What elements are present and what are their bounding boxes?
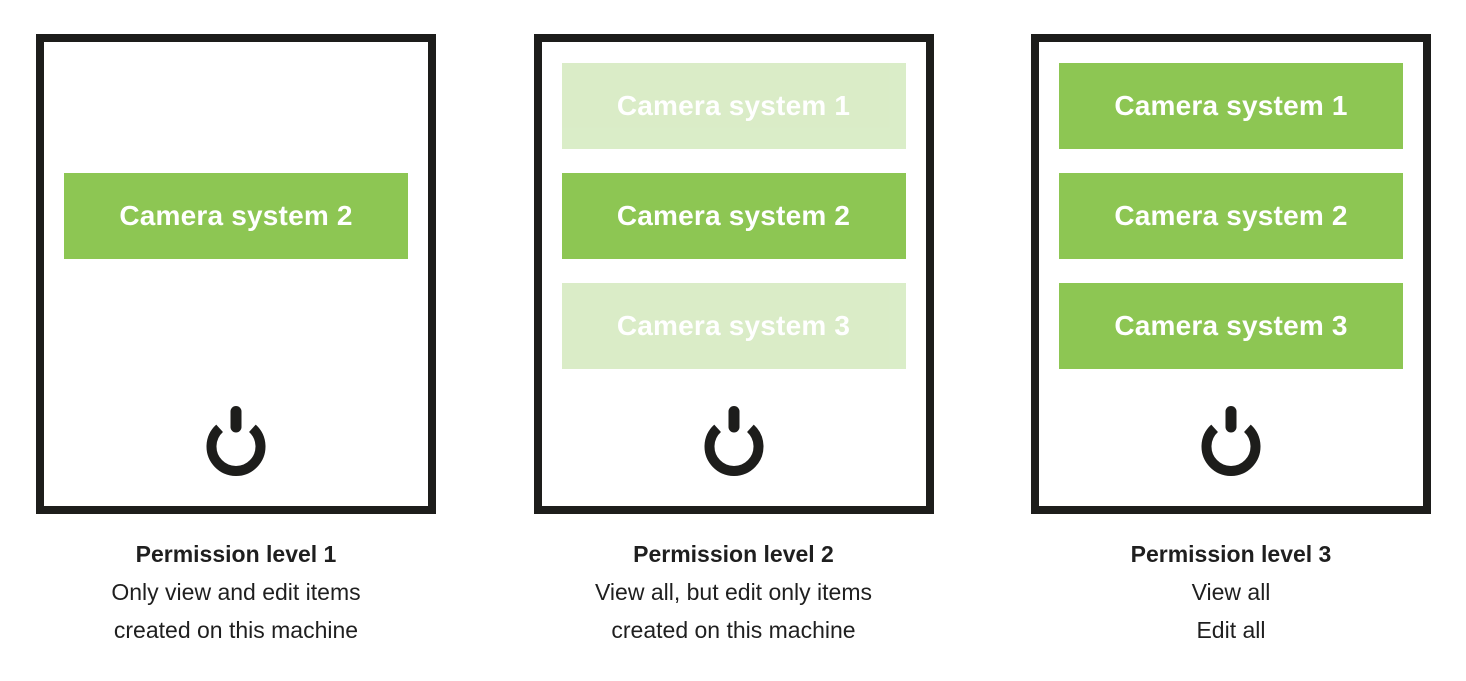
caption-level-3: Permission level 3 View all Edit all bbox=[1031, 535, 1431, 649]
caption-level-2: Permission level 2 View all, but edit on… bbox=[534, 535, 934, 649]
panel-permission-level-3: Camera system 1 Camera system 2 Camera s… bbox=[1031, 34, 1431, 649]
camera-system-1-button[interactable]: Camera system 1 bbox=[1059, 63, 1403, 149]
panel-permission-level-2: Camera system 1 Camera system 2 Camera s… bbox=[533, 34, 934, 649]
camera-system-1-button[interactable]: Camera system 1 bbox=[561, 63, 906, 149]
camera-system-2-button[interactable]: Camera system 2 bbox=[561, 173, 906, 259]
power-icon[interactable] bbox=[1201, 404, 1261, 476]
power-icon[interactable] bbox=[704, 404, 764, 476]
device-screen-level-2: Camera system 1 Camera system 2 Camera s… bbox=[533, 34, 934, 514]
caption-level-1: Permission level 1 Only view and edit it… bbox=[36, 535, 436, 649]
camera-system-3-button[interactable]: Camera system 3 bbox=[1059, 283, 1403, 369]
caption-line: Only view and edit items bbox=[111, 579, 361, 605]
caption-title: Permission level 1 bbox=[135, 541, 337, 567]
camera-system-3-button[interactable]: Camera system 3 bbox=[561, 283, 906, 369]
camera-system-2-button[interactable]: Camera system 2 bbox=[1059, 173, 1403, 259]
device-screen-level-3: Camera system 1 Camera system 2 Camera s… bbox=[1031, 34, 1431, 514]
caption-line: created on this machine bbox=[113, 617, 359, 643]
permission-levels-diagram: Camera system 2 Permission level 1 Only … bbox=[36, 34, 1431, 649]
caption-title: Permission level 2 bbox=[633, 541, 834, 567]
caption-title: Permission level 3 bbox=[1130, 541, 1332, 567]
device-screen-level-1: Camera system 2 bbox=[36, 34, 436, 514]
caption-line: View all bbox=[1191, 579, 1271, 605]
caption-line: Edit all bbox=[1196, 617, 1266, 643]
camera-system-2-button[interactable]: Camera system 2 bbox=[64, 173, 408, 259]
power-icon[interactable] bbox=[206, 404, 266, 476]
caption-line: created on this machine bbox=[611, 617, 856, 643]
panel-permission-level-1: Camera system 2 Permission level 1 Only … bbox=[36, 34, 436, 649]
caption-line: View all, but edit only items bbox=[595, 579, 872, 605]
